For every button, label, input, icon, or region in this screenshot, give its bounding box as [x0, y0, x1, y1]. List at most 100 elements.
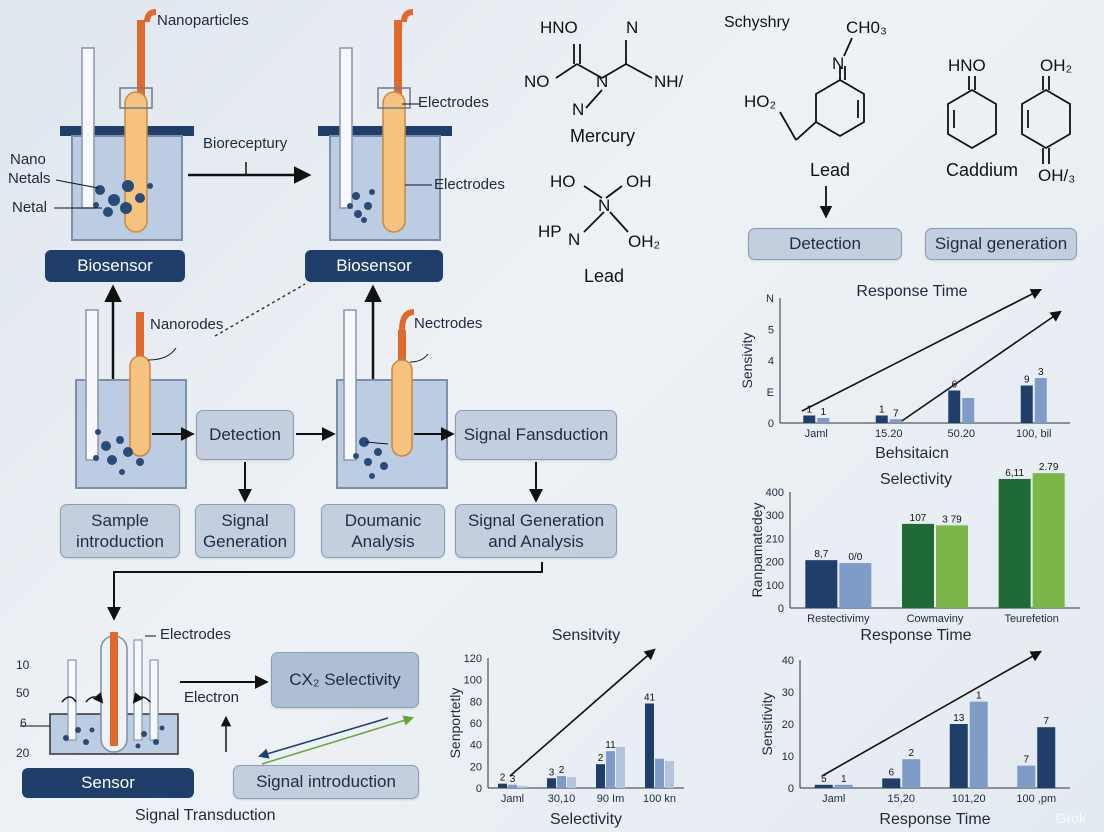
schyshry-label: Schyshry — [724, 14, 790, 31]
chart-0-data-label: 1 — [879, 405, 885, 416]
detection-box-right: Detection — [748, 228, 902, 260]
chart-0-bar — [875, 415, 888, 423]
mercury-atom-n-top: N — [626, 18, 639, 37]
chart-3-ytick: 20 — [782, 719, 794, 731]
signal-introduction-box: Signal introduction — [233, 765, 419, 799]
label-electrodes-bottom: Electrodes — [160, 626, 231, 643]
cx-selectivity-box: CX₂ Selectivity — [271, 652, 419, 708]
chart-3-bar — [814, 784, 833, 788]
chart-0-xtick: 100, bil — [1016, 428, 1051, 440]
signal-generation-box: Signal Generation — [195, 504, 295, 558]
chart-0-xtick: 50.20 — [947, 428, 975, 440]
mercury-atom-no: NO — [524, 72, 550, 91]
chart-0-bar — [889, 419, 902, 423]
label-nanorodes: Nanorodes — [150, 316, 224, 333]
chart-1-bar — [998, 478, 1031, 608]
cadmium-structure — [947, 76, 1071, 164]
chart-0-ytick: 5 — [768, 324, 774, 336]
biosensor-box-left: Biosensor — [45, 250, 185, 282]
beaker-top-right — [318, 9, 452, 241]
chart-2-bar — [645, 703, 654, 788]
chart-2-bar — [508, 784, 517, 788]
chart-3-bar — [834, 784, 853, 788]
chart-2-bar — [616, 746, 625, 788]
chart-1-bar — [839, 563, 872, 608]
doumanic-analysis-box: Doumanic Analysis — [321, 504, 445, 558]
chart-2-ylabel: Senportetly — [447, 688, 463, 759]
scale-tick-10: 10 — [16, 658, 30, 672]
lead-structure-right — [779, 37, 865, 219]
chart-2-bar — [498, 783, 507, 788]
chart-0-bar — [803, 415, 816, 423]
chart-1-bar — [805, 560, 838, 608]
chart-1-bar — [902, 523, 934, 608]
chart-2-bar — [567, 777, 576, 788]
label-nano: Nano — [10, 151, 46, 168]
chart-0-trend-arrow — [801, 288, 1042, 412]
mercury-name: Mercury — [570, 126, 636, 146]
chart-0-data-label: 1 — [806, 405, 812, 416]
lead-atom-hp: HP — [538, 222, 562, 241]
lead-atom-n2: N — [568, 230, 581, 249]
chart-3-ylabel: Sensitivity — [759, 692, 775, 755]
chart-2-ytick: 40 — [470, 740, 482, 752]
chart-1-data-label: 6,11 — [1005, 468, 1024, 479]
label-netal: Netal — [12, 199, 48, 216]
chart-0-ytick: 4 — [768, 356, 774, 368]
chart-0-ytick: E — [767, 387, 774, 399]
chart-3-bar — [949, 724, 968, 788]
chart-2-ytick: 0 — [476, 783, 482, 795]
chart-0-trend-arrow-2 — [901, 310, 1062, 422]
biosensor-box-right: Biosensor — [305, 250, 443, 282]
chart-1-data-label: 0/0 — [848, 552, 862, 563]
chart-3-xtick: 15,20 — [887, 793, 915, 805]
chart-2-data-label: 11 — [605, 740, 616, 751]
beaker-top-left — [54, 9, 194, 241]
lead-atom-n: N — [598, 196, 611, 215]
chart-3-data-label: 1 — [976, 691, 982, 702]
lead-structure-mid — [583, 185, 629, 233]
chart-1-bar — [1032, 473, 1065, 608]
chart-0-xtick: 15.20 — [875, 428, 903, 440]
mercury-atom-n-mid: N — [596, 72, 609, 91]
chart-1-ytick: 100 — [766, 580, 784, 592]
chart-3-bar — [882, 778, 901, 788]
chart-1-data-label: 8,7 — [814, 549, 828, 560]
label-electron: Electron — [184, 689, 240, 706]
chart-2-title: Sensitvity — [552, 627, 620, 644]
chart-3-xtick: Jaml — [822, 793, 845, 805]
chart-0-bar — [1034, 378, 1047, 423]
chart-3-data-label: 13 — [953, 713, 965, 724]
detection-box: Detection — [196, 410, 294, 460]
chart-3-ytick: 40 — [782, 655, 794, 667]
label-electrodes-top: Electrodes — [418, 94, 489, 111]
chart-2-xtick: 30,10 — [548, 793, 576, 805]
signal-generation-box-right: Signal generation — [925, 228, 1077, 260]
mercury-atom-nh: NH/ — [654, 72, 684, 91]
chart-0-ylabel: Sensivity — [739, 332, 755, 388]
signal-generation-analysis-box: Signal Generation and Analysis — [455, 504, 617, 558]
lead-name-mid: Lead — [584, 266, 625, 286]
chart-2-data-label: 2 — [598, 753, 604, 764]
beaker-mid-left — [75, 309, 187, 489]
chart-3-xlabel: Response Time — [879, 811, 990, 828]
chart-3-bar — [969, 701, 988, 788]
chart-3-bar — [1037, 727, 1056, 788]
chart-3-bar — [902, 759, 921, 788]
lead-name-right: Lead — [810, 160, 851, 180]
chart-3-data-label: 2 — [908, 748, 914, 759]
label-netals: Netals — [8, 170, 51, 187]
chart-0-ytick: N — [766, 293, 774, 305]
chart-2-bar — [596, 764, 605, 788]
chart-1-ytick: 200 — [766, 557, 784, 569]
label-nectrodes: Nectrodes — [414, 315, 483, 332]
chart-2-xtick: Jaml — [501, 793, 524, 805]
chart-1-xtick: Cowmaviny — [907, 613, 964, 625]
chart-2-bar — [547, 778, 556, 788]
chart-2-data-label: 3 — [549, 767, 555, 778]
chart-2-bar — [606, 751, 615, 788]
chart-0-ytick: 0 — [768, 418, 774, 430]
label-electrodes-mid: Electrodes — [434, 176, 505, 193]
